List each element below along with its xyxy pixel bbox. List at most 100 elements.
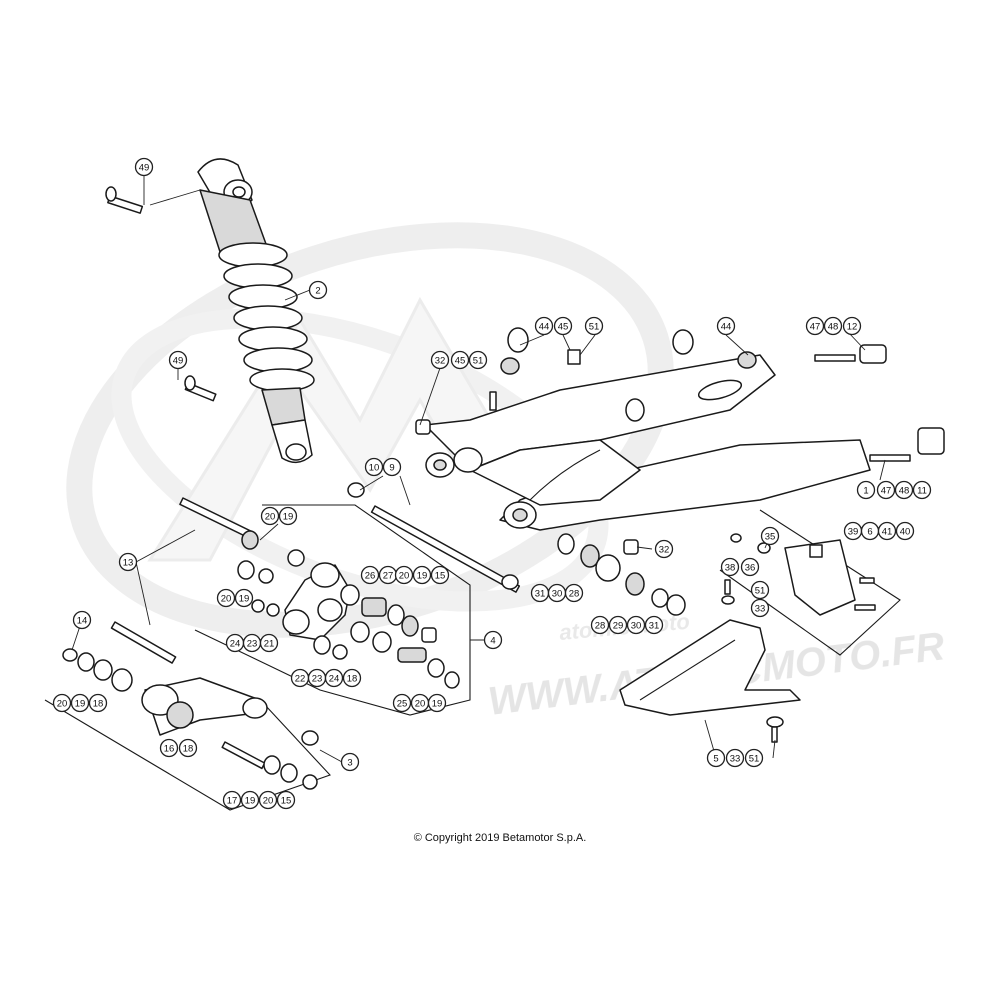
callout-circle — [450, 350, 470, 370]
callout-number: 28 — [569, 588, 580, 599]
callout-number: 5 — [713, 753, 718, 764]
callout-number: 48 — [828, 321, 839, 332]
bolt-48-upper — [814, 354, 856, 362]
rocker-eye-top — [310, 562, 340, 588]
callout-26: 26 — [360, 565, 380, 585]
callout-number: 31 — [535, 588, 546, 599]
callout-22: 22 — [290, 668, 310, 688]
linkage-dogbone — [62, 648, 319, 790]
washer-19 — [263, 755, 281, 775]
bolt-49-lower — [184, 375, 217, 402]
callout-circle — [876, 480, 896, 500]
bolt-48-lower — [869, 454, 911, 462]
callout-circle — [720, 557, 740, 577]
callout-number: 31 — [649, 620, 660, 631]
callout-circle — [394, 565, 414, 585]
callout-12: 12 — [842, 316, 862, 336]
leader — [359, 475, 384, 491]
nut-38 — [730, 533, 742, 543]
swingarm-crossbrace — [469, 439, 641, 506]
callout-circle — [340, 752, 360, 772]
callout-18: 18 — [178, 738, 198, 758]
callout-number: 13 — [123, 557, 134, 568]
callout-circle — [360, 565, 380, 585]
callout-number: 19 — [283, 511, 294, 522]
callout-number: 30 — [631, 620, 642, 631]
callout-circle — [278, 506, 298, 526]
nut-3-top — [301, 730, 319, 746]
callout-circle — [70, 693, 90, 713]
callout-circle — [342, 668, 362, 688]
callout-circle — [842, 316, 862, 336]
bearing-18 — [372, 631, 392, 653]
leader — [399, 475, 411, 506]
callout-number: 11 — [917, 485, 927, 496]
bearing-18 — [350, 621, 370, 643]
callout-circle — [716, 316, 736, 336]
callout-number: 47 — [810, 321, 821, 332]
callout-number: 20 — [265, 511, 276, 522]
callout-number: 33 — [730, 753, 741, 764]
shaft-nut — [501, 574, 519, 590]
callout-number: 20 — [57, 698, 68, 709]
leader — [879, 459, 886, 481]
nut-32 — [623, 539, 639, 555]
callout-number: 49 — [139, 162, 150, 173]
callout-20: 20 — [410, 693, 430, 713]
callout-31: 31 — [644, 615, 664, 635]
callout-14: 14 — [72, 610, 92, 630]
clip-51-left — [567, 349, 581, 365]
callout-47: 47 — [805, 316, 825, 336]
callout-number: 51 — [589, 321, 600, 332]
callout-circle — [258, 790, 278, 810]
callout-41: 41 — [877, 521, 897, 541]
callout-circle — [626, 615, 646, 635]
leader — [419, 367, 441, 426]
callout-23: 23 — [242, 633, 262, 653]
washer-33-slider — [766, 716, 784, 728]
bearing-18 — [111, 668, 133, 692]
callout-circle — [382, 457, 402, 477]
callout-number: 45 — [558, 321, 569, 332]
callout-48: 48 — [894, 480, 914, 500]
callout-number: 20 — [399, 570, 410, 581]
callout-circle — [912, 480, 932, 500]
bearing — [580, 544, 600, 568]
swingarm-pivot-upper-right — [453, 447, 483, 473]
callout-number: 1 — [863, 485, 868, 496]
callout-18: 18 — [88, 693, 108, 713]
callout-circle — [590, 615, 610, 635]
seal-20 — [280, 763, 298, 783]
callout-number: 18 — [93, 698, 104, 709]
watermark: atomic moto WWW.ATOMICMOTO.FR — [66, 222, 947, 724]
callout-38: 38 — [720, 557, 740, 577]
callout-circle — [259, 633, 279, 653]
bearing-26 — [340, 584, 360, 606]
callout-31: 31 — [530, 583, 550, 603]
callout-number: 36 — [745, 562, 756, 573]
bushing — [666, 594, 686, 616]
callout-number: 30 — [552, 588, 563, 599]
shock-absorber — [197, 158, 315, 464]
leader — [519, 334, 545, 346]
callout-circle — [412, 565, 432, 585]
chain-slider-body — [619, 619, 801, 716]
callout-32: 32 — [654, 539, 674, 559]
leader — [725, 334, 749, 356]
bolt-40 — [854, 604, 876, 611]
callout-circle — [760, 526, 780, 546]
callout-28: 28 — [564, 583, 584, 603]
callout-number: 28 — [595, 620, 606, 631]
leader — [135, 529, 196, 563]
callout-circle — [584, 316, 604, 336]
callout-number: 4 — [490, 635, 495, 646]
callout-number: 29 — [613, 620, 624, 631]
callout-number: 2 — [315, 285, 320, 296]
spacer — [625, 572, 645, 596]
cap-44-right — [672, 329, 694, 355]
callout-51: 51 — [750, 580, 770, 600]
callout-21: 21 — [259, 633, 279, 653]
callout-30: 30 — [547, 583, 567, 603]
callout-35: 35 — [760, 526, 780, 546]
callout-number: 22 — [295, 673, 306, 684]
